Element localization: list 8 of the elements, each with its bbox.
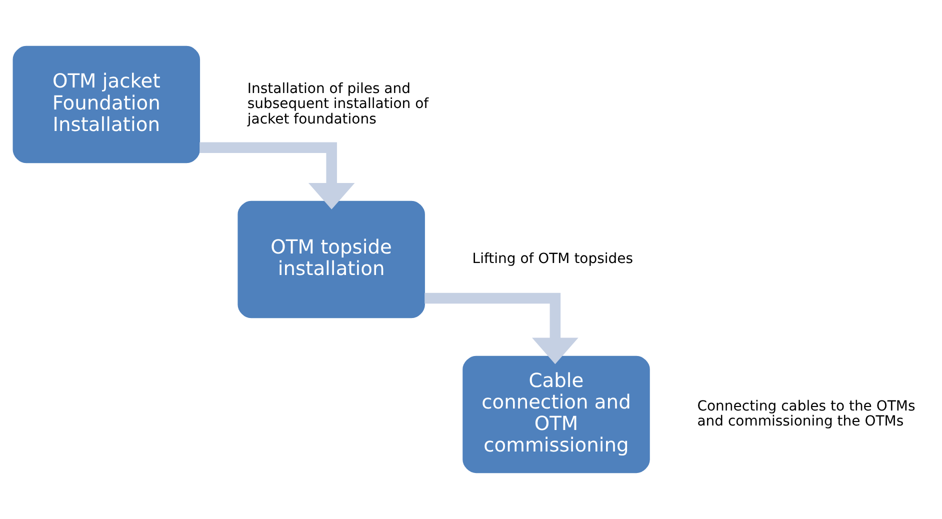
node-box: OTM topside installation (237, 200, 424, 318)
arrow (424, 292, 578, 364)
arrow (199, 142, 354, 210)
node-label: Installation of piles and subsequent installation of jacket foundations (246, 81, 428, 128)
node-box: OTM jacket Foundation Installation (12, 46, 200, 164)
node-box: Cable connection and OTM commissioning (462, 356, 650, 474)
node-label: Lifting of OTM topsides (472, 251, 633, 268)
node-label: Connecting cables to the OTMs and commissioning the OTMs (696, 398, 915, 430)
